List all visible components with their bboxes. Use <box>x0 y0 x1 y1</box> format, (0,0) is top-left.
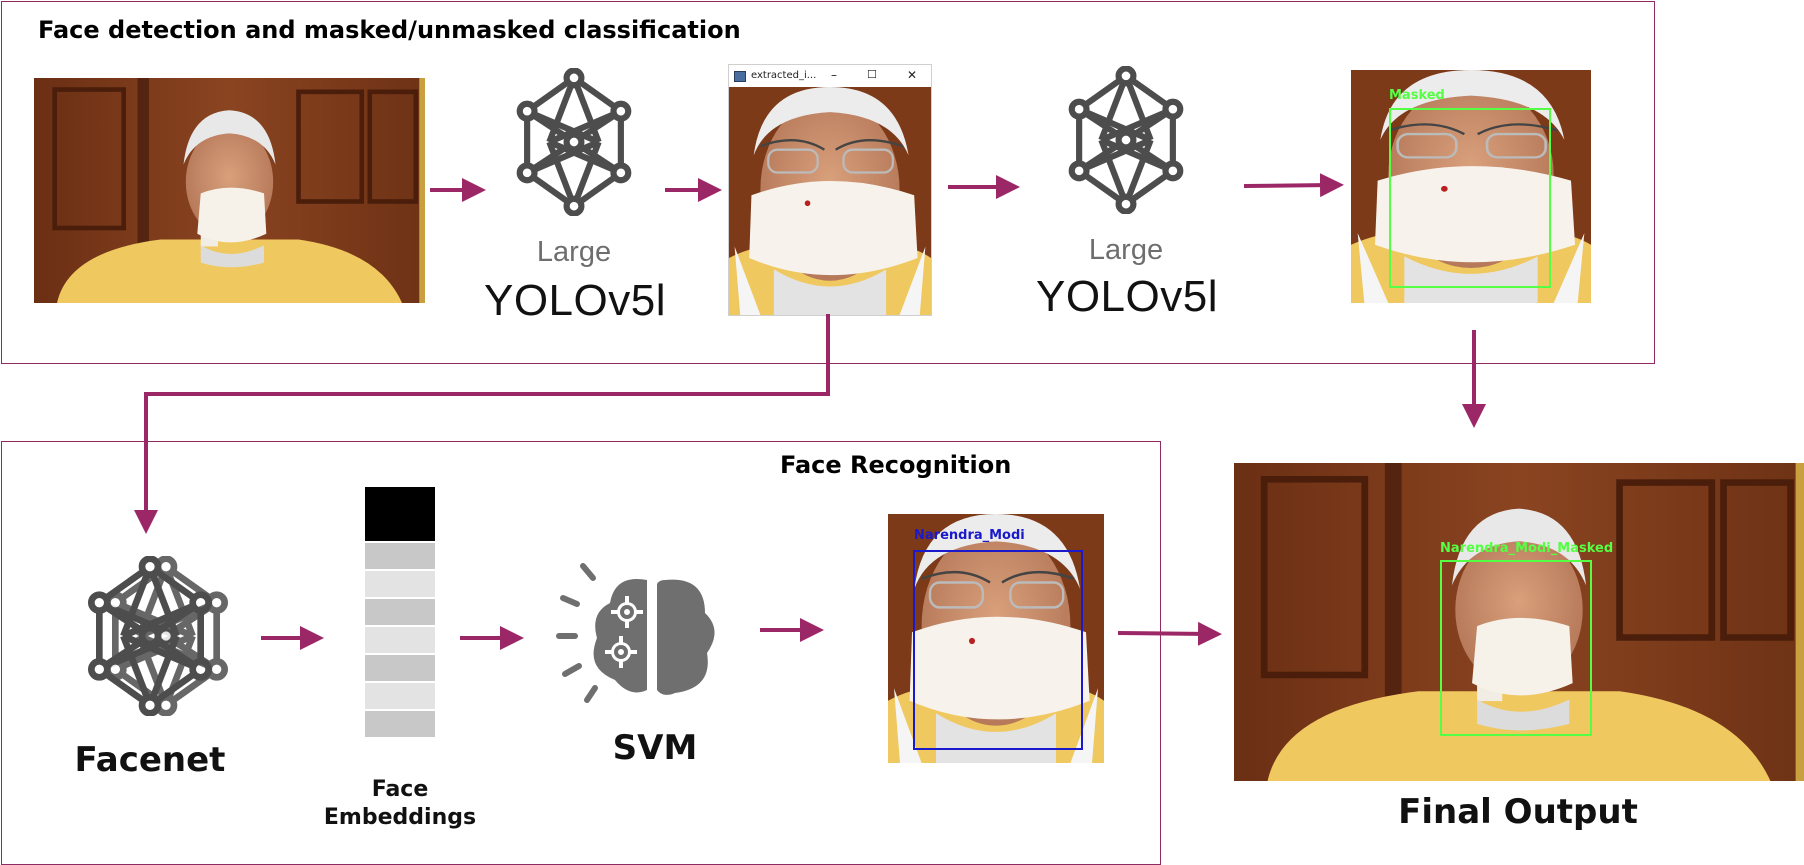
masked-classification-photo: Masked <box>1351 70 1591 303</box>
window-title: extracted_i... <box>751 70 817 81</box>
facenet-label: Facenet <box>74 740 226 780</box>
svm-label: SVM <box>612 728 698 768</box>
embeddings-label-line2: Embeddings <box>323 805 477 830</box>
minimize-icon[interactable]: – <box>831 68 837 82</box>
yolo-classifier-size-label: Large <box>1088 234 1164 266</box>
arrow-recognition-to-final <box>1117 621 1222 646</box>
final-output-label: Final Output <box>1398 792 1638 832</box>
recognition-box-label: Narendra_Modi <box>914 528 1025 543</box>
svm-brain-icon <box>555 558 725 708</box>
close-icon[interactable]: ✕ <box>907 68 918 82</box>
arrow-extracted-to-facenet <box>134 314 830 534</box>
recognition-photo: Narendra_Modi <box>888 514 1104 763</box>
face-embeddings-vector <box>365 487 435 755</box>
yolo-classifier-model-label: YOLOv5l <box>1035 272 1218 321</box>
arrow-classifier-to-masked <box>1243 173 1344 198</box>
final-box-label: Narendra_Modi_Masked <box>1440 541 1614 556</box>
maximize-icon[interactable]: ☐ <box>867 68 877 81</box>
recognition-panel-title: Face Recognition <box>780 451 1012 479</box>
final-output-photo: Narendra_Modi_Masked <box>1234 463 1804 781</box>
recognition-bounding-box <box>913 550 1083 750</box>
masked-box-label: Masked <box>1389 88 1445 103</box>
embeddings-label-line1: Face <box>371 777 429 802</box>
extracted-face-window: extracted_i... – ☐ ✕ <box>728 64 932 316</box>
final-bounding-box <box>1440 560 1592 736</box>
yolo-model-label: YOLOv5l <box>483 276 666 325</box>
detection-panel-title: Face detection and masked/unmasked class… <box>38 16 741 44</box>
yolo-size-label: Large <box>536 236 612 268</box>
window-icon <box>734 71 746 82</box>
masked-bounding-box <box>1389 108 1551 288</box>
